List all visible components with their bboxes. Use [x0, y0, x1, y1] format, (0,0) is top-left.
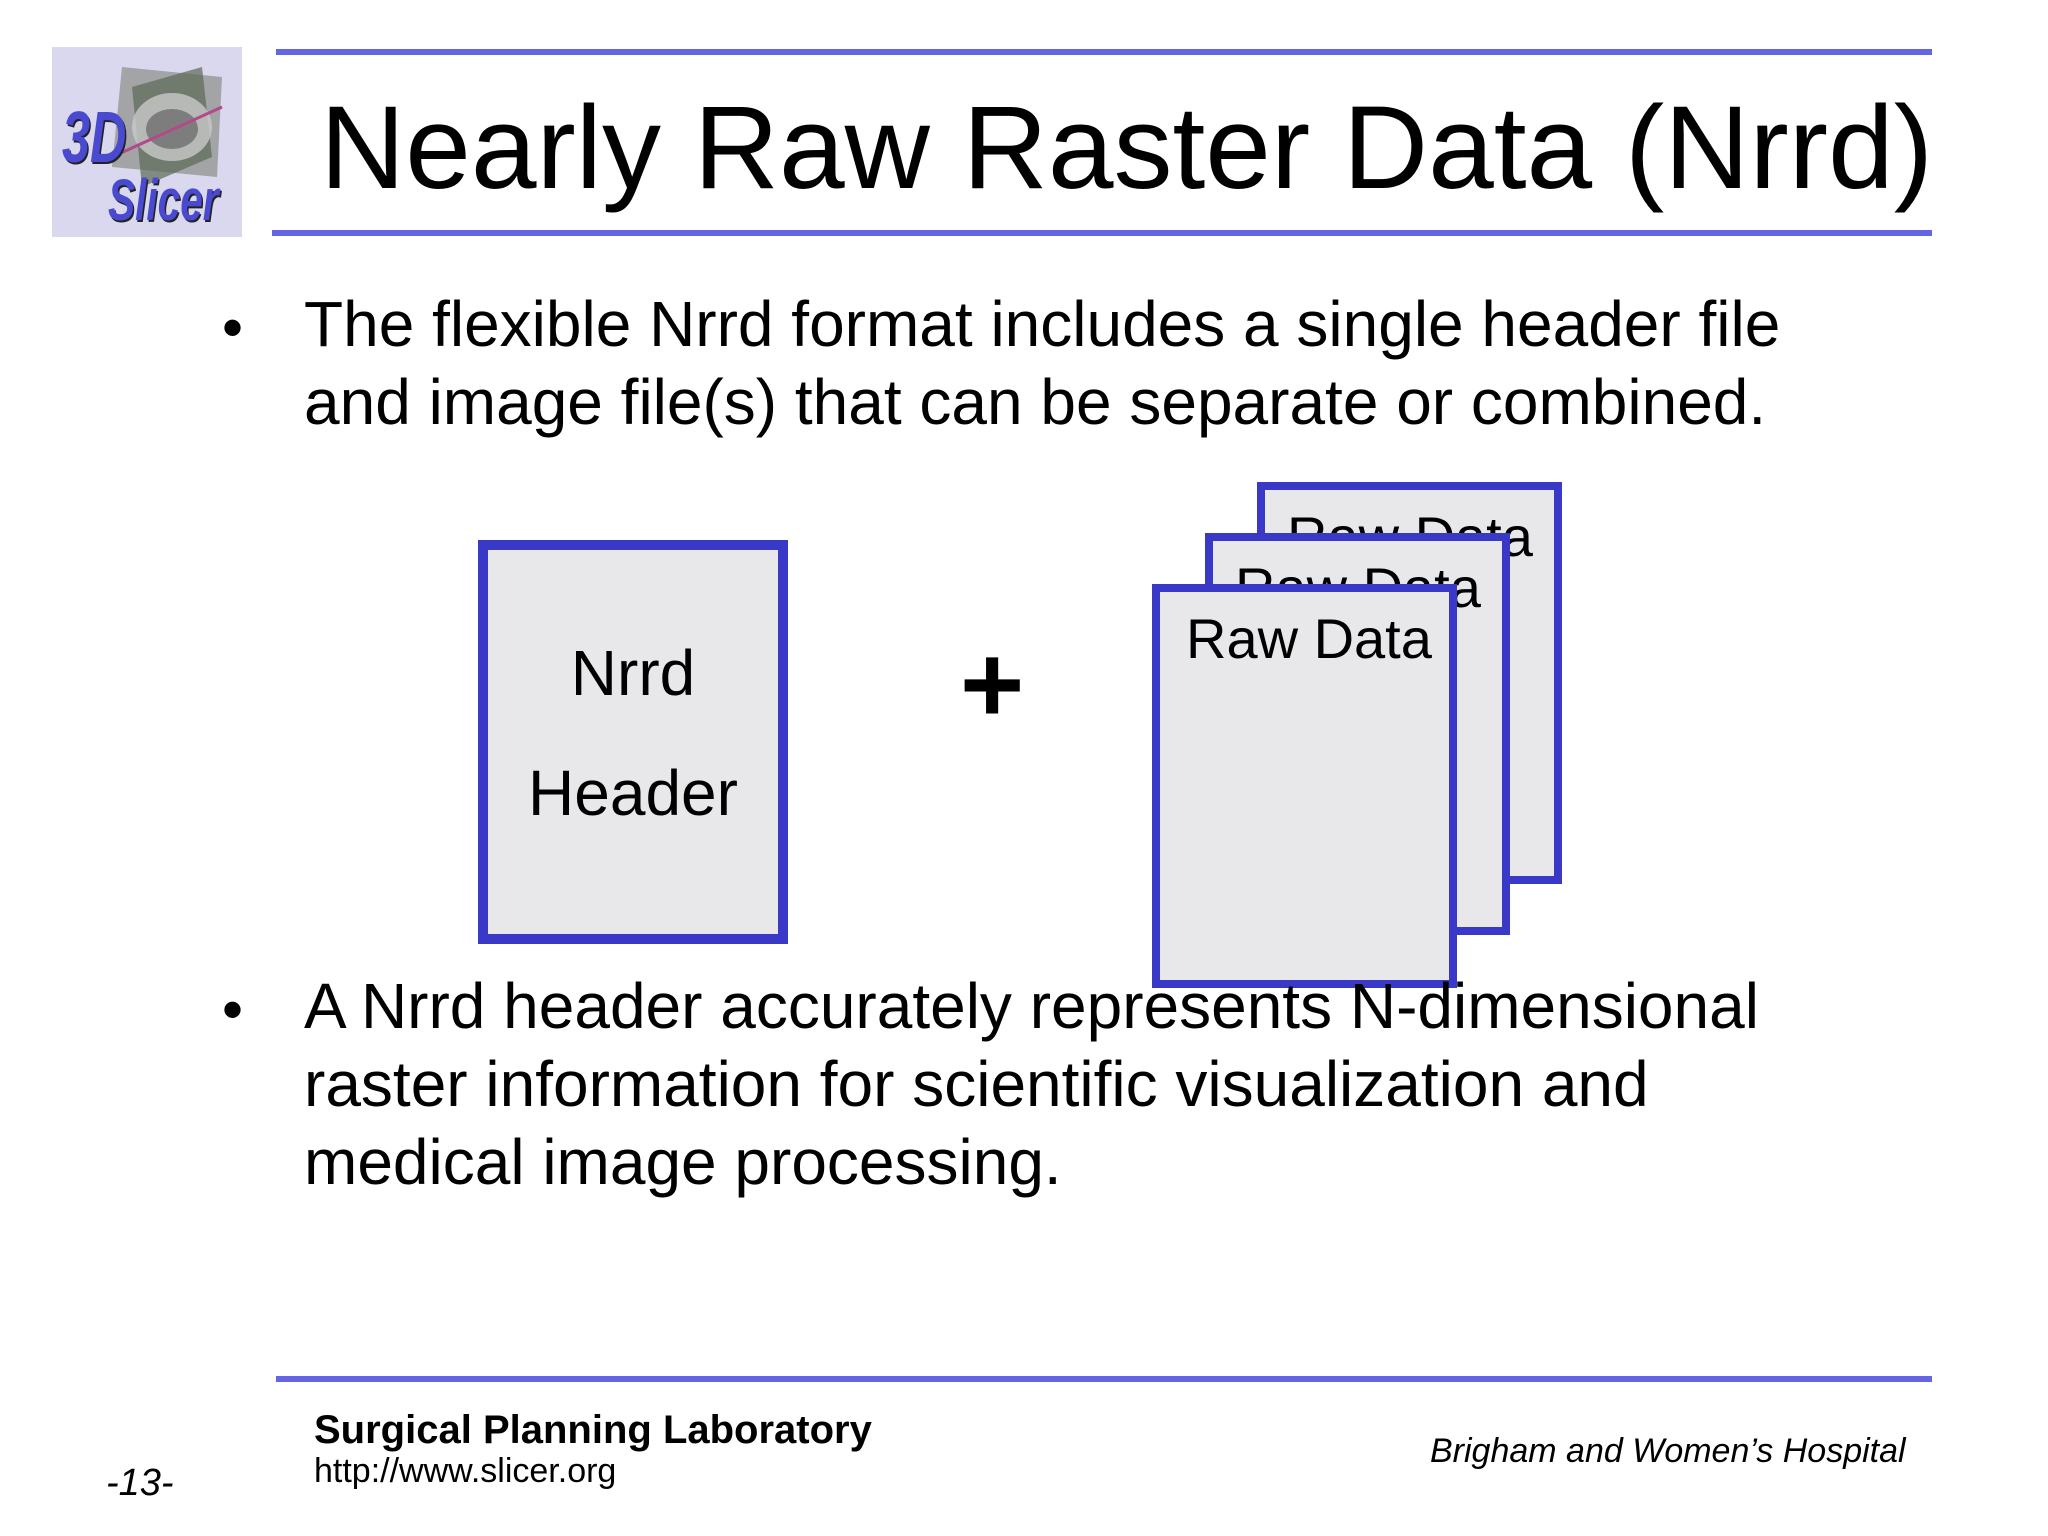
- logo-slicer-text: Slicer: [108, 168, 219, 233]
- logo-3d-text: 3D: [62, 98, 127, 178]
- bullet-marker: •: [222, 976, 244, 1043]
- header-box-line-2: Header: [528, 757, 738, 829]
- page-number: -13-: [106, 1462, 174, 1504]
- bullet-marker: •: [222, 294, 244, 361]
- bullet-1-line-2: and image file(s) that can be separate o…: [304, 366, 1767, 438]
- raw-data-label: Raw Data: [1186, 607, 1432, 670]
- plus-sign: +: [960, 623, 1025, 746]
- slicer-logo: 3D Slicer: [52, 47, 242, 237]
- bullet-1-line-1: The flexible Nrrd format includes a sing…: [304, 288, 1781, 360]
- bullet-2-line-2: raster information for scientific visual…: [304, 1048, 1649, 1120]
- header-box-line-1: Nrrd: [570, 637, 696, 709]
- hospital-name: Brigham and Women’s Hospital: [1430, 1432, 1906, 1470]
- bullet-1-text: The flexible Nrrd format includes a sing…: [304, 285, 1780, 441]
- footer-rule: [276, 1376, 1932, 1382]
- brain-icon: [52, 47, 242, 237]
- bullet-2-line-3: medical image processing.: [304, 1126, 1062, 1198]
- bullet-2-text: A Nrrd header accurately represents N-di…: [304, 967, 1759, 1201]
- lab-name: Surgical Planning Laboratory: [314, 1408, 872, 1452]
- slide-title: Nearly Raw Raster Data (Nrrd): [320, 82, 1933, 214]
- nrrd-header-box: Nrrd Header: [478, 540, 788, 944]
- lab-url[interactable]: http://www.slicer.org: [314, 1452, 617, 1490]
- raw-data-box-front: Raw Data: [1152, 584, 1457, 988]
- bullet-2-line-1: A Nrrd header accurately represents N-di…: [304, 970, 1759, 1042]
- title-top-rule: [276, 49, 1932, 55]
- title-bottom-rule: [272, 230, 1932, 236]
